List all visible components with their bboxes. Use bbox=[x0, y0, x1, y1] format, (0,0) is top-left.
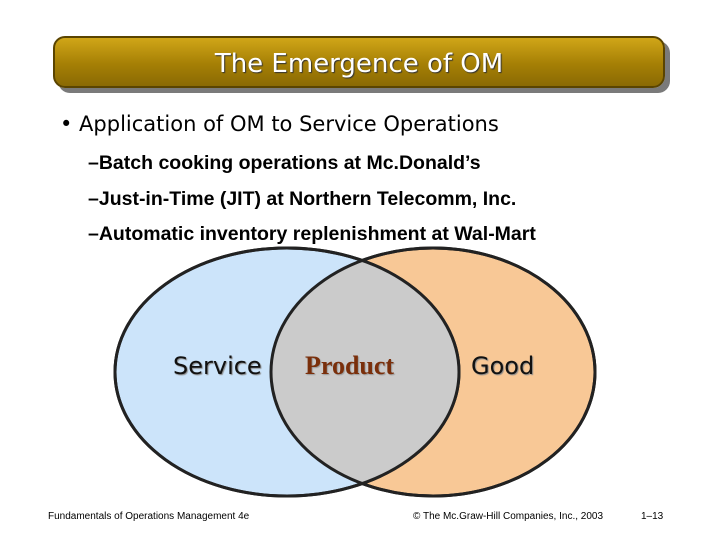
main-bullet: • Application of OM to Service Operation… bbox=[60, 112, 499, 136]
footer-copyright: © The Mc.Graw-Hill Companies, Inc., 2003 bbox=[413, 511, 604, 522]
good-label: Good bbox=[471, 352, 535, 380]
sub-item-inventory: –Automatic inventory replenishment at Wa… bbox=[88, 223, 536, 245]
footer-book-title: Fundamentals of Operations Management 4e bbox=[48, 511, 250, 522]
service-label: Service bbox=[173, 352, 262, 380]
service-ellipse-outline bbox=[113, 246, 461, 498]
product-label: Product bbox=[305, 351, 395, 380]
good-ellipse-outline bbox=[269, 246, 597, 498]
product-overlap bbox=[271, 248, 459, 496]
title-banner bbox=[53, 36, 665, 88]
sub-item-jit: –Just-in-Time (JIT) at Northern Telecomm… bbox=[88, 188, 517, 210]
footer-page-number: 1–13 bbox=[641, 511, 664, 522]
sub-item-batch-cooking: –Batch cooking operations at Mc.Donald’s bbox=[88, 152, 481, 174]
slide-title: The Emergence of OM bbox=[214, 49, 504, 79]
